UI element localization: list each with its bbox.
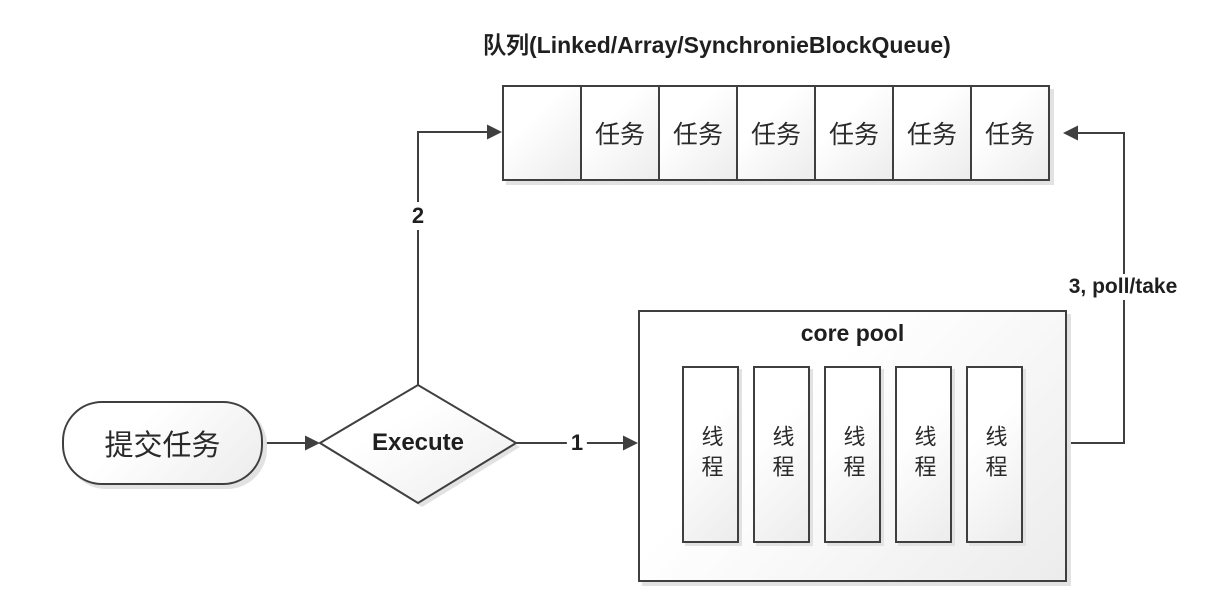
edge-label-2: 2 (407, 202, 429, 230)
task-queue: 任务 任务 任务 任务 任务 任务 (502, 85, 1050, 181)
thread-node: 线程 (895, 366, 952, 543)
core-pool-title: core pool (800, 320, 905, 346)
thread-row: 线程 线程 线程 线程 线程 (640, 366, 1065, 543)
thread-label: 线程 (769, 424, 795, 485)
queue-cell: 任务 (736, 85, 816, 181)
queue-cell: 任务 (970, 85, 1050, 181)
thread-label: 线程 (982, 424, 1008, 485)
queue-cell: 任务 (892, 85, 972, 181)
thread-label: 线程 (840, 424, 866, 485)
queue-cell-empty (502, 85, 582, 181)
queue-cell: 任务 (658, 85, 738, 181)
core-pool-box: core pool 线程 线程 线程 线程 线程 (638, 310, 1067, 582)
thread-node: 线程 (824, 366, 881, 543)
edge-execute-to-queue (417, 124, 502, 385)
execute-decision-label: Execute (371, 429, 465, 456)
thread-label: 线程 (911, 424, 937, 485)
thread-node: 线程 (966, 366, 1023, 543)
thread-node: 线程 (753, 366, 810, 543)
submit-task-node: 提交任务 (62, 401, 263, 485)
queue-cell: 任务 (814, 85, 894, 181)
edge-label-1: 1 (566, 429, 588, 457)
edge-submit-to-execute (263, 435, 320, 451)
queue-title: 队列(Linked/Array/SynchronieBlockQueue) (483, 32, 951, 58)
edge-label-3-poll-take: 3, poll/take (1064, 274, 1182, 300)
thread-node: 线程 (682, 366, 739, 543)
thread-label: 线程 (698, 424, 724, 485)
queue-cell: 任务 (580, 85, 660, 181)
